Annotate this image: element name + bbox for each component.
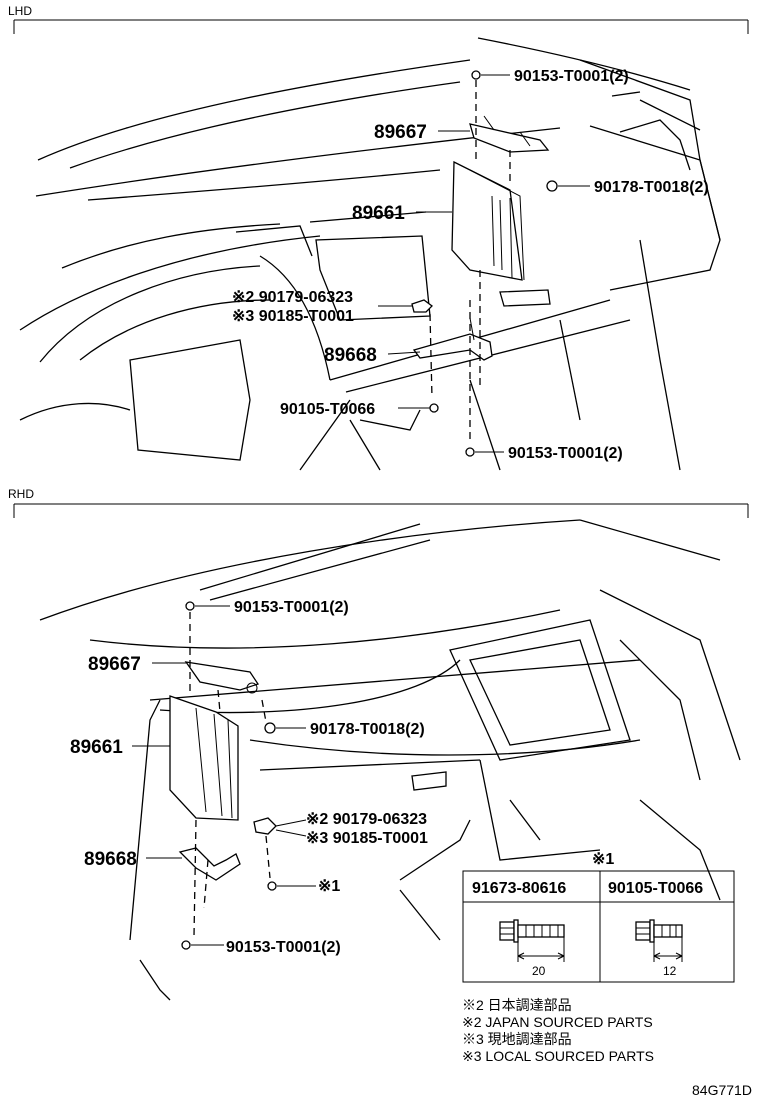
note-local-en: ※3 LOCAL SOURCED PARTS [462, 1048, 654, 1064]
flange-bolt-icon [499, 919, 565, 962]
table-header-col1: 91673-80616 [472, 880, 566, 897]
label-lhd-nut: 90178-T0018(2) [594, 179, 709, 196]
note-local-jp: ※3 現地調達部品 [462, 1031, 572, 1047]
label-rhd-nut: 90178-T0018(2) [310, 721, 425, 738]
table-ref-mark: ※1 [592, 851, 614, 868]
label-rhd-bracket-upper: 89667 [88, 654, 141, 675]
section-frame-lhd [13, 19, 749, 34]
label-rhd-ecu: 89661 [70, 737, 123, 758]
upper-bracket-lhd [469, 115, 550, 153]
screw-icon-rhd [267, 881, 277, 891]
nut-icon-rhd [264, 722, 276, 734]
section-frame-rhd [13, 503, 749, 518]
label-lhd-bolt-bottom: 90153-T0001(2) [508, 445, 623, 462]
label-rhd-bolt-bottom: 90153-T0001(2) [226, 939, 341, 956]
bolt-icon-rhd-bottom [181, 940, 191, 950]
label-rhd-clip-b: ※3 90185-T0001 [306, 830, 428, 847]
hex-bolt-icon [635, 919, 683, 962]
note-japan-jp: ※2 日本調達部品 [462, 997, 572, 1013]
upper-bracket-rhd [184, 661, 260, 694]
bolt-icon-rhd-top [185, 601, 195, 611]
leader-lines-lhd [378, 74, 590, 453]
ecu-module-lhd [451, 160, 525, 281]
section-label-rhd: RHD [8, 487, 34, 501]
bolt-icon-lhd-bottom [465, 447, 475, 457]
label-lhd-ecu: 89661 [352, 203, 405, 224]
label-rhd-bracket-lower: 89668 [84, 849, 137, 870]
section-label-lhd: LHD [8, 4, 32, 18]
dim-col1: 20 [532, 964, 546, 978]
lower-bracket-rhd [178, 847, 241, 881]
assembly-guides-lhd [429, 80, 511, 440]
dim-col2: 12 [663, 964, 677, 978]
label-rhd-clip-a: ※2 90179-06323 [306, 811, 427, 828]
nut-icon-lhd [546, 180, 558, 192]
label-lhd-bolt-top: 90153-T0001(2) [514, 68, 629, 85]
leader-lines-rhd [132, 605, 316, 946]
clip-lhd [411, 299, 433, 313]
label-lhd-clip-a: ※2 90179-06323 [232, 289, 353, 306]
ecu-module-rhd [169, 695, 239, 821]
dashboard-outline-lhd [19, 37, 721, 471]
assembly-guides-rhd [189, 612, 271, 937]
fastener-table [462, 870, 735, 983]
screw-icon-lhd [429, 403, 439, 413]
label-lhd-clip-b: ※3 90185-T0001 [232, 308, 354, 325]
table-header-col2: 90105-T0066 [608, 880, 703, 897]
label-lhd-bracket-upper: 89667 [374, 122, 427, 143]
dashboard-outline-rhd [39, 519, 741, 1001]
clip-rhd [253, 817, 277, 835]
label-rhd-bolt-top: 90153-T0001(2) [234, 599, 349, 616]
label-rhd-screw-ref: ※1 [318, 878, 340, 895]
figure-code: 84G771D [692, 1082, 752, 1098]
label-lhd-screw: 90105-T0066 [280, 401, 375, 418]
lower-bracket-lhd [412, 317, 493, 361]
label-lhd-bracket-lower: 89668 [324, 345, 377, 366]
bolt-icon-lhd-top [471, 70, 481, 80]
note-japan-en: ※2 JAPAN SOURCED PARTS [462, 1014, 653, 1030]
